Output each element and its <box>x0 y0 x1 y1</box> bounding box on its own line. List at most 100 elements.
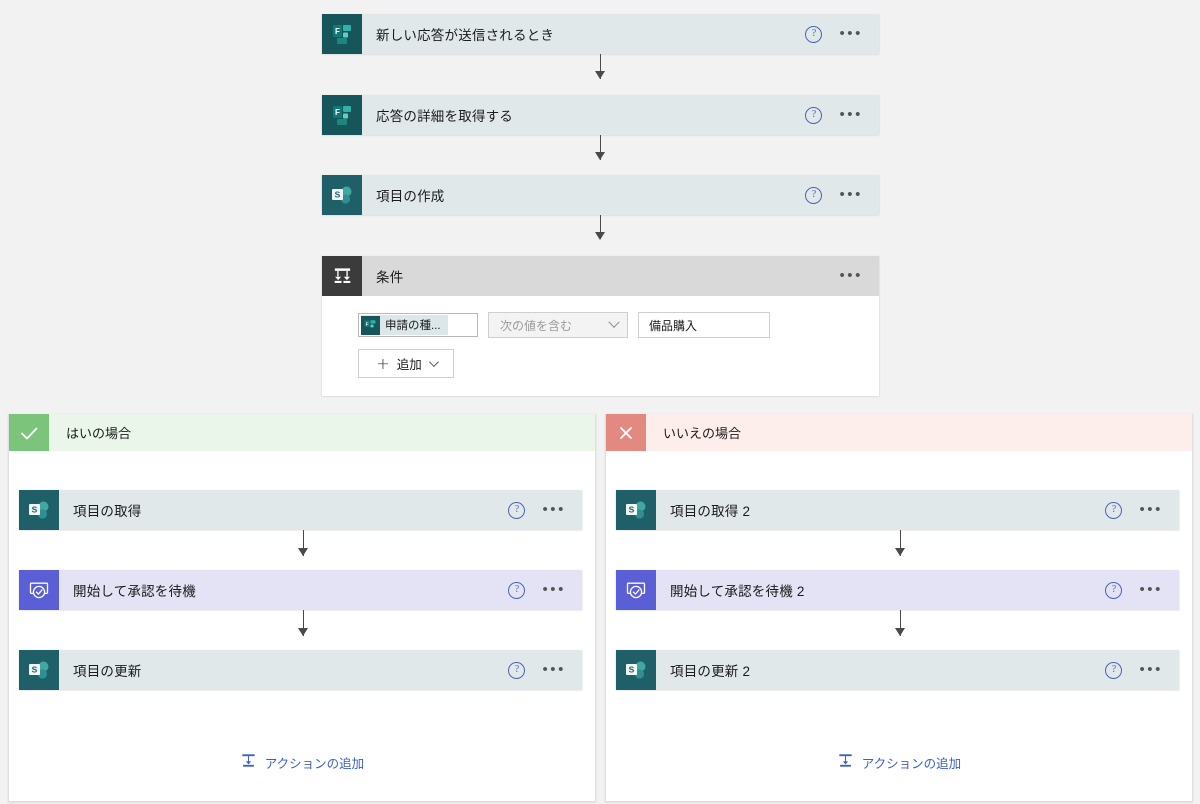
more-options-icon[interactable]: ••• <box>1139 661 1163 678</box>
flow-step-card[interactable]: F 新しい応答が送信されるとき ? ••• <box>322 14 879 54</box>
more-options-icon[interactable]: ••• <box>542 501 566 518</box>
branch-yes: はいの場合 S 項目の取得 ? ••• <box>8 414 596 802</box>
add-action-button[interactable]: アクションの追加 <box>606 752 1192 772</box>
card-tools: ? ••• <box>508 650 582 690</box>
dynamic-content-token[interactable]: F 申請の種... <box>361 315 448 335</box>
card-tools: ? ••• <box>805 14 879 54</box>
condition-operator-select[interactable]: 次の値を含む <box>488 312 628 338</box>
help-icon[interactable]: ? <box>1105 581 1123 599</box>
flow-step-label: 項目の更新 <box>73 664 142 679</box>
card-tools: ? ••• <box>508 490 582 530</box>
svg-text:F: F <box>366 321 369 327</box>
card-tools: ? ••• <box>1105 490 1179 530</box>
condition-header[interactable]: 条件 ••• <box>322 256 879 296</box>
flow-connector <box>900 610 901 636</box>
more-options-icon[interactable]: ••• <box>1139 581 1163 598</box>
help-icon[interactable]: ? <box>508 501 526 519</box>
card-tools: ? ••• <box>1105 570 1179 610</box>
condition-block[interactable]: 条件 ••• F 申請の種... <box>322 256 879 396</box>
sharepoint-icon: S <box>616 650 656 690</box>
check-icon <box>9 414 49 451</box>
flow-step-card[interactable]: S 項目の取得 2 ? ••• <box>616 490 1179 530</box>
flow-step-card[interactable]: 開始して承認を待機 ? ••• <box>19 570 582 610</box>
add-action-label: アクションの追加 <box>264 756 365 771</box>
flow-step-card[interactable]: 開始して承認を待機 2 ? ••• <box>616 570 1179 610</box>
help-icon[interactable]: ? <box>508 581 526 599</box>
branch-no-header: いいえの場合 <box>606 414 1192 451</box>
microsoft-forms-icon: F <box>322 95 362 135</box>
condition-add-label: 追加 <box>396 358 422 372</box>
flow-step-label: 項目の作成 <box>376 189 445 204</box>
branch-yes-body: S 項目の取得 ? ••• 開始して承認を待機 ? ••• <box>9 451 595 800</box>
cross-icon <box>606 414 646 451</box>
dynamic-content-token-label: 申請の種... <box>385 320 441 332</box>
add-action-icon <box>240 752 257 772</box>
flow-step-card[interactable]: S 項目の作成 ? ••• <box>322 175 879 215</box>
sharepoint-icon: S <box>616 490 656 530</box>
flow-connector-arrow <box>895 628 905 636</box>
card-tools: ? ••• <box>1105 650 1179 690</box>
flow-step-label: 項目の取得 <box>73 504 142 519</box>
flow-connector-arrow <box>595 71 605 79</box>
condition-add-button[interactable]: + 追加 <box>358 349 454 378</box>
chevron-down-icon <box>428 357 439 368</box>
branch-yes-label: はいの場合 <box>66 426 132 441</box>
more-options-icon[interactable]: ••• <box>839 25 863 42</box>
chevron-down-icon <box>608 316 620 328</box>
microsoft-forms-icon: F <box>322 14 362 54</box>
help-icon[interactable]: ? <box>805 106 823 124</box>
svg-text:F: F <box>335 108 340 117</box>
approvals-icon <box>616 570 656 610</box>
more-options-icon[interactable]: ••• <box>839 186 863 203</box>
condition-title: 条件 <box>376 270 404 285</box>
flow-connector-arrow <box>595 232 605 240</box>
flow-connector-arrow <box>895 548 905 556</box>
svg-text:S: S <box>628 504 634 514</box>
flow-connector-arrow <box>595 152 605 160</box>
flow-connector-arrow <box>298 628 308 636</box>
add-action-label: アクションの追加 <box>861 756 962 771</box>
flow-step-label: 開始して承認を待機 <box>73 584 196 599</box>
branch-no-body: S 項目の取得 2 ? ••• 開始して承認を待機 2 ? •• <box>606 451 1192 800</box>
flow-step-label: 新しい応答が送信されるとき <box>376 28 555 43</box>
condition-left-operand-field[interactable]: F 申請の種... <box>358 313 478 337</box>
condition-body: F 申請の種... 次の値を含む 備品購入 + 追加 <box>322 296 879 396</box>
flow-connector <box>303 530 304 556</box>
more-options-icon[interactable]: ••• <box>839 106 863 123</box>
approvals-icon <box>19 570 59 610</box>
more-options-icon[interactable]: ••• <box>542 661 566 678</box>
more-options-icon[interactable]: ••• <box>839 267 863 284</box>
help-icon[interactable]: ? <box>1105 501 1123 519</box>
flow-step-label: 開始して承認を待機 2 <box>670 584 805 599</box>
more-options-icon[interactable]: ••• <box>542 581 566 598</box>
flow-connector <box>303 610 304 636</box>
condition-row: F 申請の種... 次の値を含む 備品購入 <box>358 312 879 338</box>
svg-text:S: S <box>628 664 634 674</box>
card-tools: ••• <box>839 256 879 296</box>
flow-step-card[interactable]: S 項目の更新 ? ••• <box>19 650 582 690</box>
flow-connector <box>600 135 601 160</box>
flow-connector <box>900 530 901 556</box>
flow-step-card[interactable]: S 項目の取得 ? ••• <box>19 490 582 530</box>
svg-text:F: F <box>335 27 340 36</box>
svg-text:S: S <box>334 189 340 199</box>
svg-text:S: S <box>31 504 37 514</box>
condition-value-input[interactable]: 備品購入 <box>638 312 770 338</box>
add-action-icon <box>837 752 854 772</box>
sharepoint-icon: S <box>322 175 362 215</box>
branch-no-label: いいえの場合 <box>663 426 742 441</box>
help-icon[interactable]: ? <box>508 661 526 679</box>
flow-step-card[interactable]: F 応答の詳細を取得する ? ••• <box>322 95 879 135</box>
help-icon[interactable]: ? <box>805 186 823 204</box>
add-action-button[interactable]: アクションの追加 <box>9 752 595 772</box>
flow-connector <box>600 54 601 79</box>
flow-step-card[interactable]: S 項目の更新 2 ? ••• <box>616 650 1179 690</box>
flow-connector-arrow <box>298 548 308 556</box>
help-icon[interactable]: ? <box>1105 661 1123 679</box>
more-options-icon[interactable]: ••• <box>1139 501 1163 518</box>
flow-step-label: 応答の詳細を取得する <box>376 109 513 124</box>
sharepoint-icon: S <box>19 490 59 530</box>
condition-icon <box>322 256 362 296</box>
help-icon[interactable]: ? <box>805 25 823 43</box>
branch-no: いいえの場合 S 項目の取得 2 ? ••• <box>605 414 1193 802</box>
